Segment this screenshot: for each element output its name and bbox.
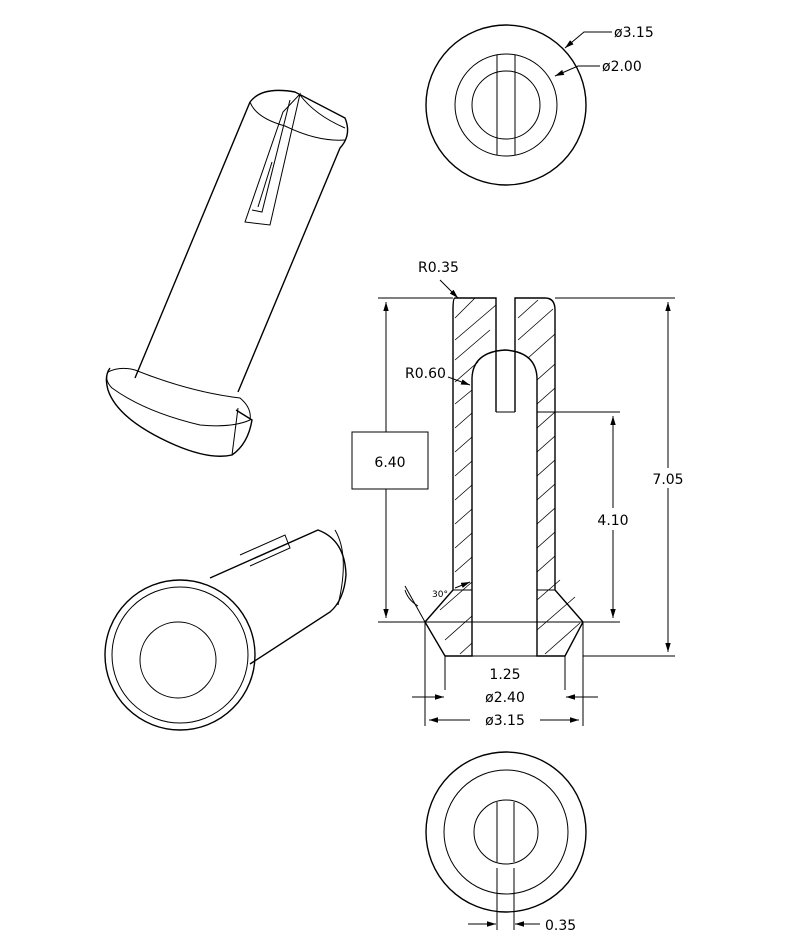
flange-circle-bottom — [443, 769, 569, 895]
label-overall-length: 7.05 — [652, 472, 683, 488]
label-top-inner-dia: ø2.00 — [602, 59, 642, 75]
section-view: 6.40 7.05 4.10 R0.35 R0.60 30° 1.25 — [351, 260, 690, 729]
dim-gap-7-05 — [650, 468, 690, 488]
angle-arc — [404, 589, 419, 607]
bore-circle — [471, 70, 541, 140]
label-flange-outer-dia: ø3.15 — [485, 713, 525, 729]
angle-leader — [454, 581, 471, 589]
flange-face-outer — [104, 579, 256, 731]
slot-outline — [244, 92, 301, 226]
bore-circle-bottom — [473, 799, 539, 865]
inner-circle — [454, 53, 558, 157]
label-radius-top: R0.35 — [418, 260, 459, 276]
label-boxed-length: 6.40 — [374, 455, 405, 471]
cylinder-top-arc — [299, 94, 346, 129]
cylinder-top-edge — [249, 101, 346, 141]
angle-ext-line — [404, 585, 426, 623]
isometric-view-lower — [104, 529, 347, 731]
leader-r060 — [447, 376, 471, 386]
flange-face-inner — [111, 586, 249, 724]
dim-gap-3-15 — [470, 709, 540, 727]
flange-top-face — [106, 367, 251, 427]
flange-edge — [231, 407, 239, 456]
outer-circle — [425, 24, 587, 186]
label-slot-length: 4.10 — [597, 513, 628, 529]
label-flange-inner-dia: ø2.40 — [485, 690, 525, 706]
body-outline — [209, 529, 347, 665]
leader-r035 — [439, 279, 459, 299]
dim-gap-4-10 — [595, 508, 631, 530]
section-outline — [424, 297, 584, 657]
dim-box-6-40 — [351, 431, 429, 490]
leader-inner-dia — [554, 65, 600, 77]
body-end-arc — [334, 529, 344, 606]
hatching — [439, 297, 581, 655]
slot-inner-edge — [251, 99, 291, 213]
isometric-view-upper — [105, 89, 349, 457]
label-bore-dia: 1.25 — [489, 667, 520, 683]
label-top-outer-dia: ø3.15 — [614, 25, 654, 41]
outer-circle-bottom — [425, 751, 587, 913]
flange-outline — [105, 367, 253, 457]
bore-face — [139, 621, 217, 699]
cylinder-outline-right — [237, 89, 349, 393]
top-end-view: ø3.15 ø2.00 — [425, 24, 654, 186]
slot-visible — [239, 534, 291, 567]
cylinder-outline-left — [134, 101, 251, 379]
slot-inner-line — [257, 161, 273, 208]
label-chamfer-angle: 30° — [432, 590, 448, 600]
label-slot-width: 0.35 — [545, 918, 576, 934]
leader-outer-dia — [564, 31, 612, 49]
bottom-end-view: 0.35 — [425, 751, 587, 934]
label-radius-inner: R0.60 — [405, 366, 446, 382]
